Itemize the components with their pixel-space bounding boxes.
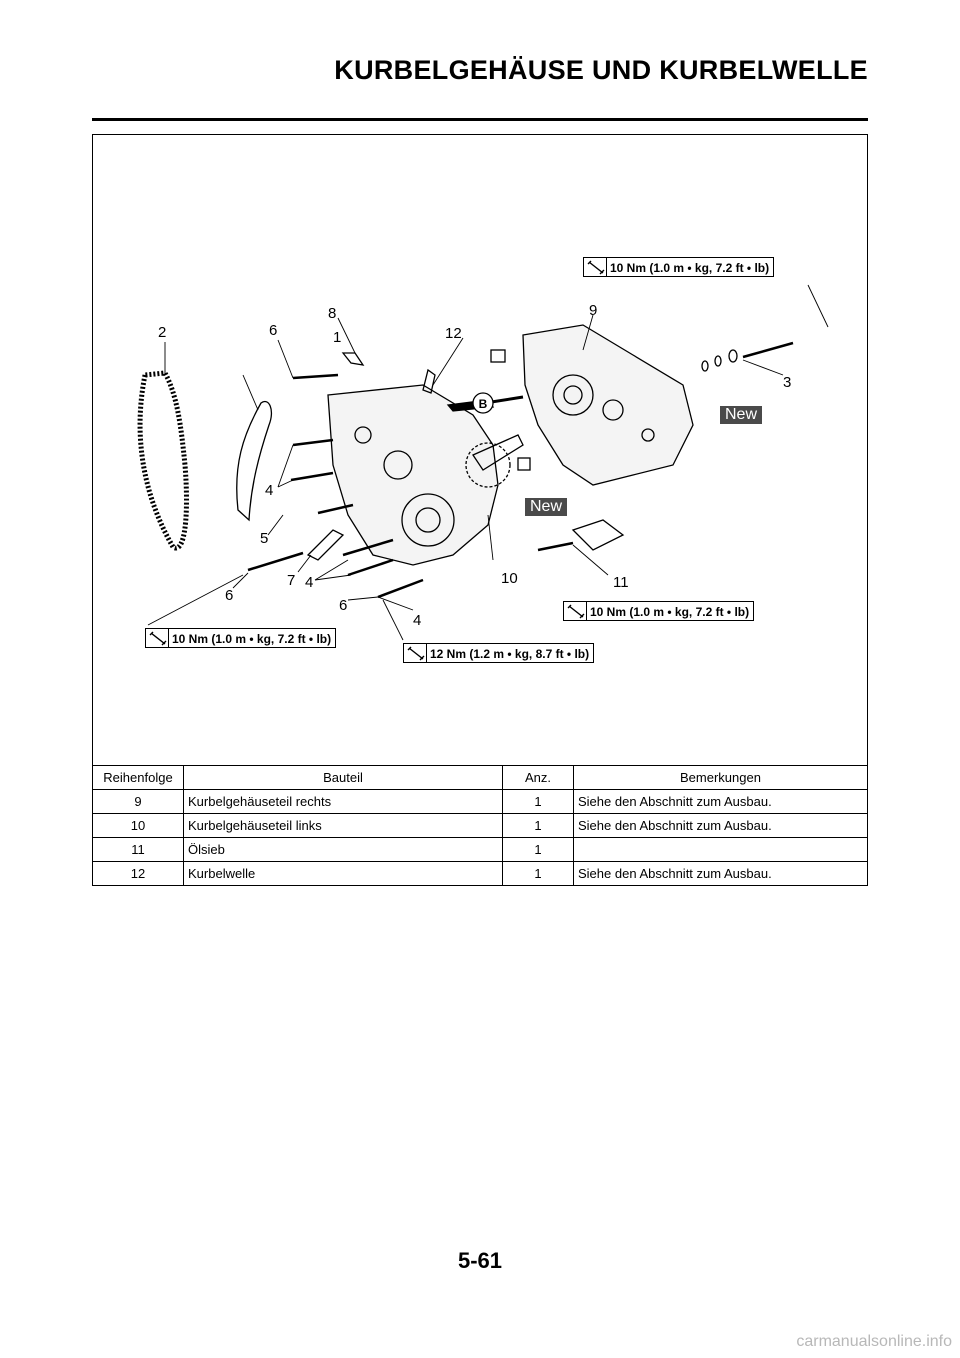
new-badge-dowel: New — [525, 498, 568, 516]
callout-12: 12 — [445, 325, 462, 342]
callout-1: 1 — [333, 329, 341, 346]
parts-table: Reihenfolge Bauteil Anz. Bemerkungen 9 K… — [93, 765, 867, 885]
col-header-remarks: Bemerkungen — [573, 765, 867, 790]
callout-4a: 4 — [265, 482, 273, 499]
callout-6a: 6 — [269, 322, 277, 339]
callout-4c: 4 — [413, 612, 421, 629]
col-header-qty: Anz. — [502, 765, 574, 790]
crankcase-left-shape — [327, 384, 499, 566]
callout-6c: 6 — [339, 597, 347, 614]
callout-10: 10 — [501, 570, 518, 587]
table-row: 10 Kurbelgehäuseteil links 1 Siehe den A… — [93, 813, 867, 838]
chain-guide — [236, 400, 273, 522]
timing-chain — [137, 370, 189, 551]
new-badge-orings: New — [720, 406, 763, 424]
page-title: KURBELGEHÄUSE UND KURBELWELLE — [334, 55, 868, 85]
callout-8: 8 — [328, 305, 336, 322]
callout-11: 11 — [613, 574, 629, 591]
callout-9: 9 — [589, 302, 597, 319]
torque-label-case-bolt: 12 Nm (1.2 m • kg, 8.7 ft • lb) — [403, 643, 595, 663]
oil-strainer-shape — [571, 519, 625, 551]
sealant-marker — [472, 392, 494, 414]
crankcase-right-shape — [522, 324, 694, 486]
torque-label-strainer-bolt: 10 Nm (1.0 m • kg, 7.2 ft • lb) — [563, 601, 755, 621]
callout-4b: 4 — [305, 574, 313, 591]
col-header-order: Reihenfolge — [93, 765, 184, 790]
col-header-part: Bauteil — [183, 765, 503, 790]
wrench-icon — [567, 604, 585, 619]
table-row: 12 Kurbelwelle 1 Siehe den Abschnitt zum… — [93, 861, 867, 885]
callout-7: 7 — [287, 572, 295, 589]
wrench-icon — [149, 631, 167, 646]
exploded-view-drawing: B — [137, 284, 829, 641]
header-rule — [92, 118, 868, 121]
torque-label-bolt-3: 10 Nm (1.0 m • kg, 7.2 ft • lb) — [583, 257, 775, 277]
torque-label-guide-bolt: 10 Nm (1.0 m • kg, 7.2 ft • lb) — [145, 628, 337, 648]
callout-5: 5 — [260, 530, 268, 547]
wrench-icon — [587, 260, 605, 275]
watermark: carmanualsonline.info — [796, 1333, 952, 1350]
callout-3: 3 — [783, 374, 791, 391]
figure-frame: B — [92, 134, 868, 886]
callout-2: 2 — [158, 324, 166, 341]
table-row: 9 Kurbelgehäuseteil rechts 1 Siehe den A… — [93, 789, 867, 814]
page-number: 5-61 — [457, 1248, 503, 1273]
callout-6b: 6 — [225, 587, 233, 604]
table-row: 11 Ölsieb 1 — [93, 837, 867, 862]
sealant-letter: B — [479, 397, 488, 411]
wrench-icon — [407, 646, 425, 661]
table-header-row: Reihenfolge Bauteil Anz. Bemerkungen — [93, 765, 867, 790]
crankshaft-gear — [465, 442, 511, 488]
exploded-view-figure: B — [93, 135, 867, 765]
